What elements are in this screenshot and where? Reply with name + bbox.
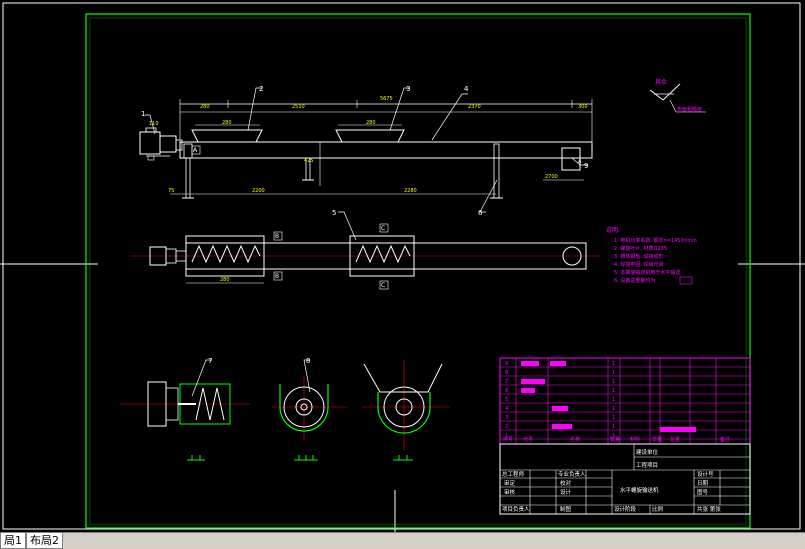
note-line-4: 4. 焊接牢固, 焊缝光滑	[614, 261, 664, 268]
dim-top3: 5675	[380, 96, 393, 102]
dim-bottom2: 2200	[252, 188, 265, 194]
callout-8: 8	[306, 357, 310, 365]
note-line-3: 3. 槽体钢板, 焊接成形	[614, 253, 664, 260]
bom-header-cell: 代号	[523, 436, 533, 443]
callout-3: 3	[406, 85, 410, 93]
section-label-c1: C	[381, 225, 385, 232]
dim-mid1: 280	[222, 120, 232, 126]
tb-scale: 比例	[652, 505, 664, 513]
tb-review: 审核	[504, 488, 516, 496]
paper-border	[2, 2, 801, 530]
dim-right1: 2700	[545, 174, 558, 180]
leader-lines	[145, 87, 588, 397]
bom-row-no: 6	[505, 388, 508, 394]
callout-labels: 1 2 3 4 5 6 7 8 9	[141, 85, 588, 365]
tb-audit: 审定	[504, 479, 516, 487]
section-label-c2: C	[381, 282, 385, 289]
callout-2: 2	[259, 85, 263, 93]
bom-row-no: 4	[505, 406, 508, 412]
bom-header-cell: 数量	[610, 436, 620, 443]
dim-top5: 300	[578, 104, 588, 110]
bom-row-qty: 1	[612, 415, 615, 421]
bom-row-no: 1	[505, 433, 508, 439]
front-elevation: 280 2510 5675 2370 300 280 280 425	[139, 96, 593, 199]
callout-9: 9	[584, 162, 588, 170]
bom-row-no: 7	[505, 379, 508, 385]
dim-top4: 2370	[468, 104, 481, 110]
bom-row-qty: 1	[612, 370, 615, 376]
section-label-b2: B	[275, 273, 279, 280]
tb-draw: 制图	[560, 505, 572, 513]
section-details	[120, 360, 450, 461]
note-line-2: 2. 螺旋叶片, 材质Q235	[614, 245, 667, 252]
tb-project-lead: 项目负责人	[502, 505, 530, 513]
bom-row-qty: 1	[612, 433, 615, 439]
tb-design-stage: 设计阶段	[614, 505, 637, 513]
bom-header-cell: 备注	[720, 436, 730, 443]
cad-drawing[interactable]: 280 2510 5675 2370 300 280 280 425	[0, 0, 805, 532]
dim-plan1: 280	[220, 277, 230, 283]
dim-bottom1: 75	[168, 188, 174, 194]
bom-row-no: 5	[505, 397, 508, 403]
bom-header-cell: 名称	[570, 436, 580, 443]
section-mark-a: A	[578, 159, 582, 165]
drawing-frame	[85, 13, 751, 529]
bom-header-cell: 单重	[652, 436, 662, 443]
tb-design-no: 设计号	[697, 470, 714, 478]
tb-drawing-title: 水平螺旋输送机	[620, 486, 659, 494]
roughness-note: 表面粗糙度	[677, 106, 702, 113]
dim-small1: 110	[149, 121, 159, 127]
tb-drawing-no: 图号	[697, 488, 709, 496]
dim-top1: 280	[200, 104, 210, 110]
tab-layout2[interactable]: 布局2	[26, 533, 63, 549]
dim-h1: 425	[304, 158, 314, 164]
layout-tab-bar: 局1 布局2	[0, 532, 805, 549]
section-label-a: A	[193, 147, 198, 154]
tb-design: 设计	[560, 488, 572, 496]
bom-row-qty: 1	[612, 379, 615, 385]
technical-notes: 说明: 1. 电机功率系数, 额定n=1450r/min 2. 螺旋叶片, 材质…	[606, 226, 697, 285]
drawing-canvas[interactable]: 280 2510 5675 2370 300 280 280 425	[0, 0, 805, 532]
bom-row-qty: 1	[612, 406, 615, 412]
bom-row-qty: 1	[612, 424, 615, 430]
tb-project-name: 工程项目	[636, 461, 658, 469]
callout-7: 7	[208, 357, 212, 365]
bom-row-qty: 1	[612, 361, 615, 367]
section-label-b1: B	[275, 233, 279, 240]
tb-date: 日期	[697, 480, 709, 487]
tb-sheets: 共张 第张	[697, 505, 721, 513]
dim-top2: 2510	[292, 104, 305, 110]
bom-row-no: 9	[505, 361, 508, 367]
drawing-frame-inner	[89, 17, 747, 525]
callout-5: 5	[332, 209, 336, 217]
bom-row-no: 8	[505, 370, 508, 376]
tb-project-unit: 建设单位	[636, 448, 659, 456]
tb-check: 校对	[560, 479, 572, 487]
title-block: 建设单位 工程项目 总工程师 专业负责人 审定 校对 审核 设计 项目负责人 制…	[499, 443, 751, 515]
note-line-1: 1. 电机功率系数, 额定n=1450r/min	[614, 237, 697, 244]
notes-title: 说明:	[606, 226, 620, 234]
roughness-label: 其余	[655, 78, 667, 86]
roughness-symbol: 其余 表面粗糙度	[649, 78, 706, 113]
note-line-5: 5. 本螺旋输送机用于水平输送	[614, 269, 680, 276]
callout-4: 4	[464, 85, 469, 93]
callout-1: 1	[141, 110, 145, 118]
dim-mid2: 280	[366, 120, 376, 126]
tb-chief-engineer: 总工程师	[502, 470, 525, 478]
bom-row-no: 2	[505, 424, 508, 430]
bom-row-no: 3	[505, 415, 508, 421]
bom-header-cell: 材料	[630, 436, 640, 443]
bom-header-cell: 序号	[503, 436, 513, 443]
plan-view: 280 B B C C	[130, 223, 600, 290]
note-line-6: 6. 设备总重量约为	[614, 277, 655, 284]
bom-row-qty: 1	[612, 388, 615, 394]
dim-bottom3: 2280	[404, 188, 417, 194]
tb-specialist: 专业负责人	[558, 470, 586, 478]
tab-layout1[interactable]: 局1	[0, 533, 26, 549]
callout-6: 6	[478, 209, 483, 217]
bom-row-qty: 1	[612, 397, 615, 403]
bom-header-cell: 总重	[670, 436, 680, 443]
